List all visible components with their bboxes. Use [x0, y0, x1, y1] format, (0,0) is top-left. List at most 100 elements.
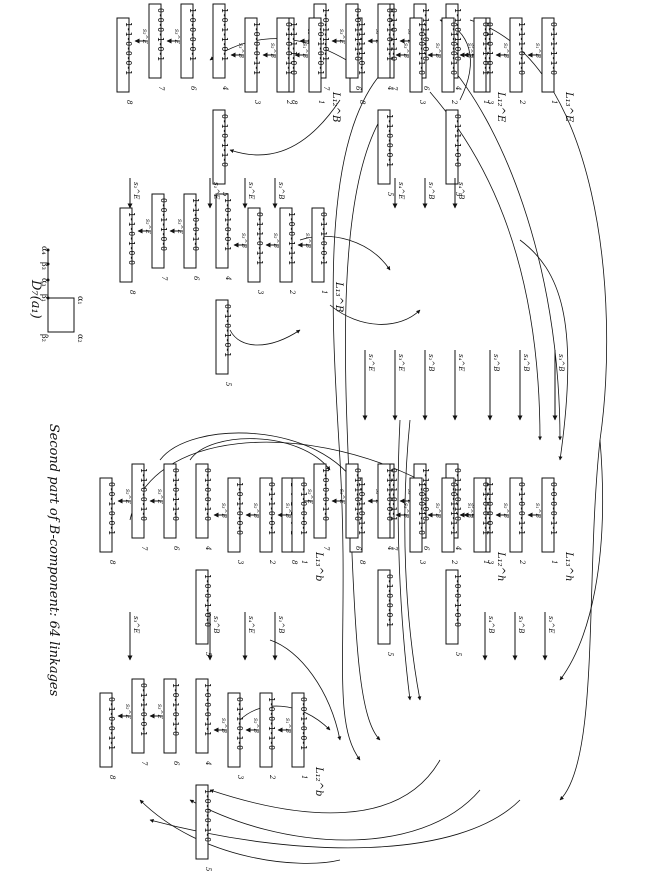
strip-arrow: s₃^E [127, 612, 140, 661]
code-cell: 0-0-1-0-0-18 [99, 477, 116, 565]
edge-label: s₂^B [434, 503, 441, 519]
diagram-caption: Second part of B-component: 64 linkages [46, 424, 61, 697]
node-index: 1 [300, 775, 308, 779]
edge-label: s₁^B [284, 503, 291, 519]
strip-arrow-label: s₄^B [457, 182, 465, 199]
code-cell: 0-0-1-0-1-14 [377, 3, 394, 90]
node-index: 7 [140, 761, 148, 766]
node-index: 3 [486, 560, 494, 565]
node-index: 7 [160, 276, 168, 281]
code-cell: 1-1-0-0-0-18 [116, 17, 133, 105]
code-text: 0-1-0-0-1-0 [449, 22, 458, 75]
node-index: 1 [320, 290, 328, 294]
edge-label: s₃^E [156, 704, 163, 720]
code-text: 0-1-0-0-1-1 [517, 482, 526, 535]
node-index: 1 [482, 560, 490, 564]
code-cell: 1-1-0-0-0-15 [377, 109, 394, 197]
code-text: 1-1-0-1-0-0 [453, 8, 462, 61]
edge-label: s₂^B [269, 43, 276, 59]
node-index: 6 [354, 86, 362, 91]
strip-arrow-label: s₄^B [487, 616, 495, 633]
code-text: 0-1-0-0-1-1 [481, 482, 490, 535]
code-text: 1-1-0-0-0-1 [124, 22, 133, 75]
dynkin-diagram: α₄ β₃ α₃ β₁ α₁ β₂ α₂ D₇(a₁) [28, 246, 85, 343]
edge-label: s₃^E [338, 489, 345, 505]
code-text: 0-1-1-1-1-0 [549, 22, 558, 75]
node-index: 7 [322, 546, 330, 551]
edge-label: s₁^B [301, 43, 308, 59]
node-index: 7 [390, 86, 398, 91]
code-text: 0-0-1-1-1-0 [353, 8, 362, 61]
code-text: 1-0-0-1-1-0 [267, 697, 276, 750]
edge-label: s₃^E [156, 489, 163, 505]
edge-label: s₂^B [502, 503, 509, 519]
dynkin-node-label: β₃ [40, 262, 49, 270]
connection-curve [239, 705, 331, 731]
code-text: 1-0-1-1-0-1 [321, 8, 330, 61]
strip-arrow: s₁^E [362, 350, 375, 421]
node-index: 2 [518, 99, 526, 105]
node-index: 8 [128, 290, 136, 295]
strip-arrow-label: s₄^E [457, 354, 465, 371]
dynkin-node-label: α₄ [40, 246, 49, 255]
linkage-block: L₁₂^b0-0-1-0-0-11s₁^B1-0-0-1-1-02s₂^B0-1… [99, 678, 324, 872]
code-cell: 1-0-1-0-0-14 [215, 193, 232, 280]
code-text: 0-1-1-1-0-0 [453, 114, 462, 167]
node-index: 8 [108, 560, 116, 565]
edge-label: s₁^B [304, 233, 311, 249]
code-text: 1-1-1-0-0-0 [385, 468, 394, 521]
edge-label: s₂^B [502, 43, 509, 59]
strip-arrow: s₂^E [542, 612, 555, 661]
code-text: 0-1-0-1-0-1 [223, 304, 232, 357]
node-index: 4 [224, 275, 232, 280]
code-text: 1-0-0-1-0-0 [453, 574, 462, 627]
node-index: 4 [454, 545, 462, 550]
strip-arrow-label: s₂^E [547, 616, 555, 633]
strip-arrow-label: s₂^B [212, 616, 220, 633]
connection-curve [189, 789, 481, 841]
node-index: 8 [358, 100, 366, 105]
strip-arrow-label: s₂^E [132, 182, 140, 199]
strip-arrow: s₄^B [452, 178, 465, 209]
strip-arrow-label: s₃^E [132, 616, 140, 633]
node-index: 3 [253, 100, 261, 105]
connection-curve [159, 432, 361, 491]
strip-arrow: s₁^B [487, 350, 500, 421]
strip-arrow: s₄^E [452, 350, 465, 421]
linkage-block: L₁₃^b0-1-0-0-0-11s₁^B0-1-1-0-0-12s₂^B1-0… [99, 463, 324, 657]
code-text: 0-0-0-0-1-1 [549, 482, 558, 535]
connection-curve [299, 235, 391, 271]
strip-arrow-label: s₃^B [557, 354, 565, 371]
code-text: 0-0-1-1-0-1 [481, 22, 490, 75]
edge-label: s₁^B [466, 43, 473, 59]
strip-arrow-label: s₂^B [277, 182, 285, 199]
strip-arrow: s₂^B [207, 612, 220, 661]
code-cell: 1-0-0-1-0-05 [195, 569, 212, 657]
connection-curve [209, 759, 441, 814]
edge-label: s₃^B [402, 43, 409, 59]
code-text: 0-1-0-0-0-1 [299, 482, 308, 535]
node-index: 6 [172, 546, 180, 551]
connection-curve [329, 304, 421, 325]
code-text: 1-0-0-0-1-1 [252, 22, 261, 75]
edge-label: s₂^E [141, 29, 148, 45]
edge-label: s₂^B [252, 503, 259, 519]
code-text: 0-1-1-0-0-1 [319, 212, 328, 265]
node-index: 8 [290, 560, 298, 565]
strip-arrow-label: s₁^B [427, 182, 435, 199]
node-index: 2 [285, 99, 293, 105]
code-text: 1-1-0-0-1-0 [191, 198, 200, 251]
code-cell: 0-1-1-0-0-1 1 s₁^B [297, 207, 328, 294]
node-index: 3 [418, 100, 426, 105]
